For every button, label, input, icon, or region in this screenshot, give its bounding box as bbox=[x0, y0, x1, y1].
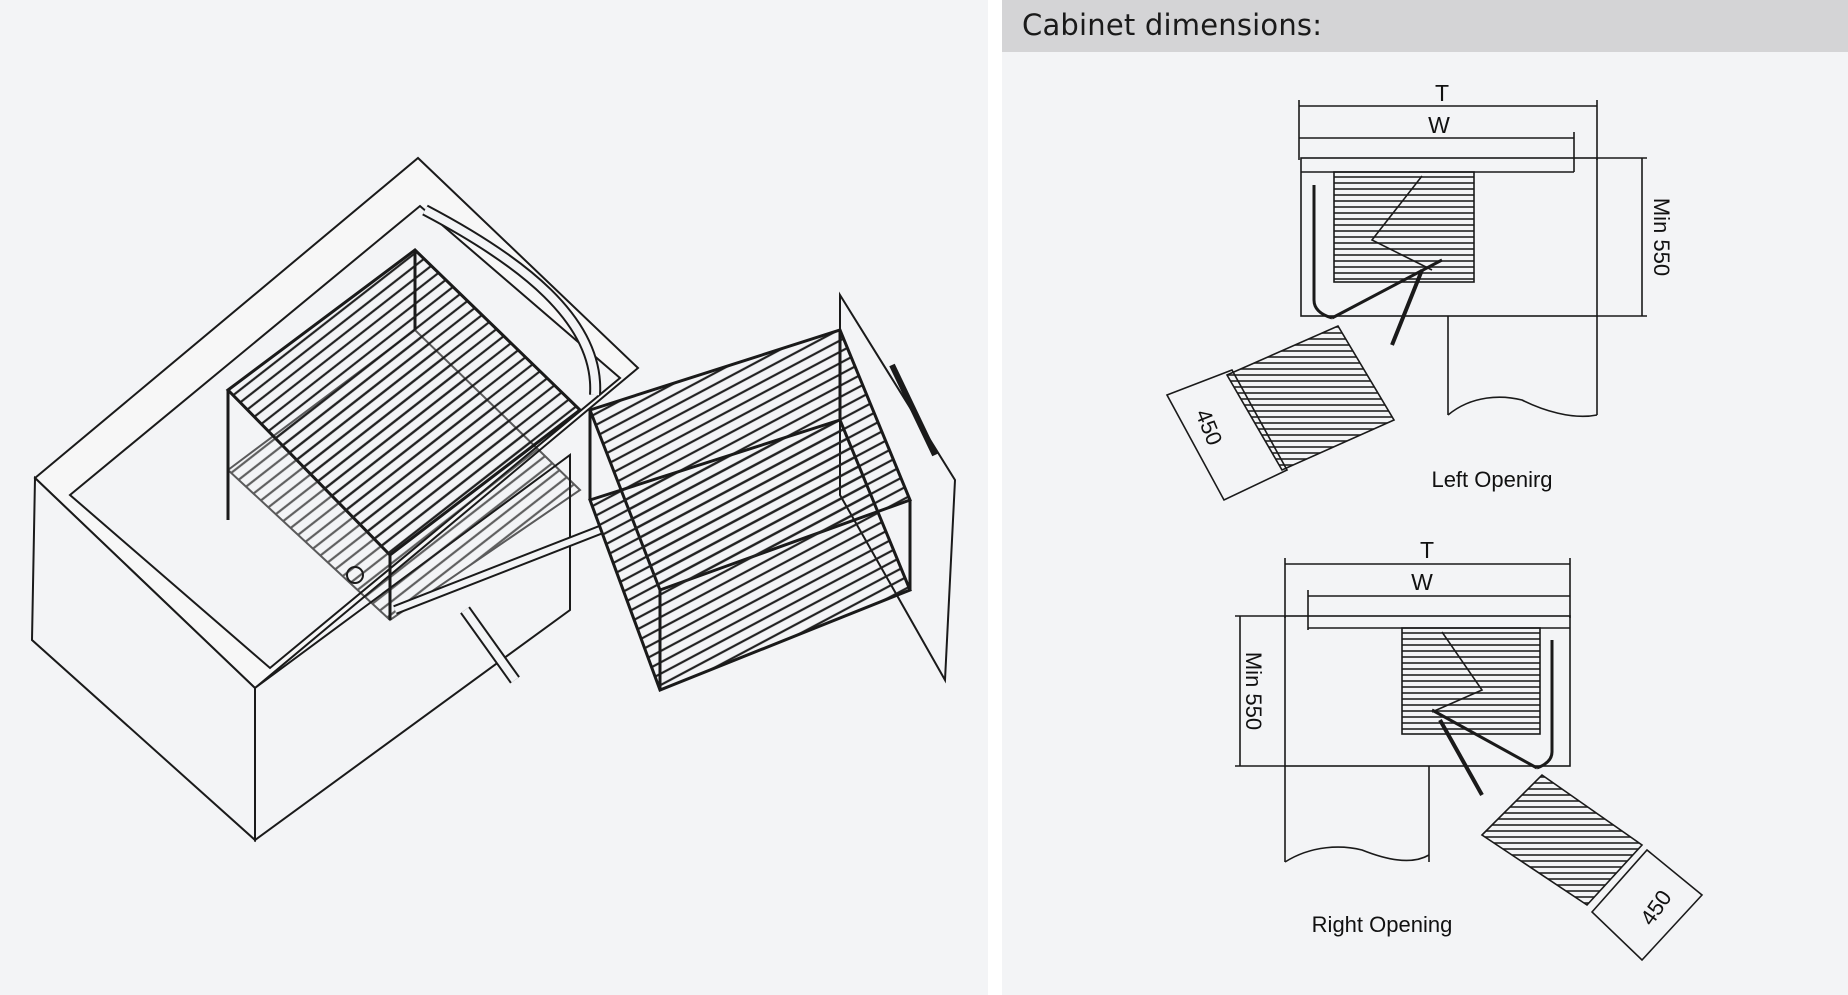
left-dim-t-label: T bbox=[1435, 80, 1449, 106]
right-dim-t-label: T bbox=[1420, 537, 1434, 563]
left-dim-depth-label: Min 550 bbox=[1649, 198, 1674, 276]
left-opening-diagram: 450 bbox=[1165, 100, 1647, 502]
section-title: Cabinet dimensions: bbox=[1022, 8, 1323, 42]
panel-divider bbox=[988, 0, 1002, 995]
right-dim-depth-label: Min 550 bbox=[1241, 652, 1266, 730]
right-opening-caption: Right Opening bbox=[1312, 912, 1453, 937]
left-opening-caption: Left Openirg bbox=[1431, 467, 1552, 492]
right-cabinet-outline bbox=[1284, 615, 1571, 767]
right-dim-w-label: W bbox=[1411, 569, 1433, 595]
left-basket-depth-label: 450 bbox=[1190, 405, 1227, 448]
rear-basket-lower bbox=[226, 328, 582, 622]
right-opening-diagram: 450 bbox=[1235, 558, 1704, 962]
corner-cabinet-pullout-illustration bbox=[30, 156, 957, 843]
right-pullout-basket bbox=[1480, 773, 1644, 907]
product-illustration-panel bbox=[30, 156, 957, 843]
left-pullout-basket bbox=[1225, 324, 1396, 472]
left-rear-basket bbox=[1333, 171, 1475, 283]
dimensions-panel: Cabinet dimensions: bbox=[1002, 0, 1848, 995]
right-basket-depth-label: 450 bbox=[1635, 885, 1677, 929]
left-cabinet-outline bbox=[1300, 157, 1598, 317]
right-rear-basket bbox=[1401, 627, 1541, 735]
left-dim-w-label: W bbox=[1428, 112, 1450, 138]
section-header: Cabinet dimensions: bbox=[1002, 0, 1848, 52]
dimension-diagrams: 450 T W Min 550 Left Openirg bbox=[1165, 80, 1704, 962]
